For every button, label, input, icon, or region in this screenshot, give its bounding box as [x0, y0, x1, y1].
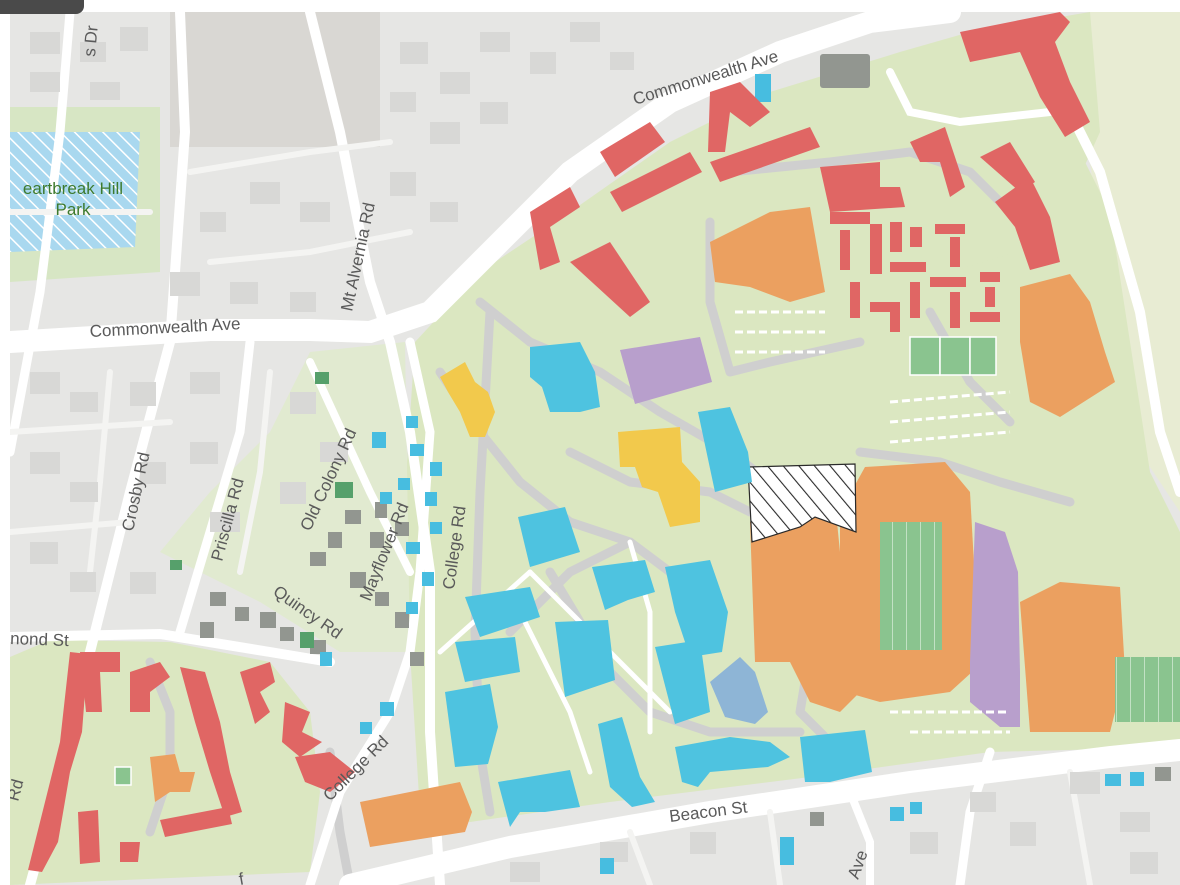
administrative-buildings: [440, 362, 700, 527]
practice-field: [1115, 657, 1180, 722]
academic-buildings: [445, 342, 872, 827]
parking-markings: [735, 310, 1011, 734]
corner-tab: [0, 0, 84, 14]
park-label-line1: eartbreak Hill: [23, 179, 123, 198]
park-label-line2: Park: [56, 200, 91, 219]
hammond-st-label: nond St: [10, 629, 69, 650]
hatched-area-icon: [747, 463, 857, 543]
parking-lot: [170, 12, 380, 147]
tennis-courts: [114, 336, 997, 786]
map-canvas[interactable]: eartbreak Hill Park Commonwealth Ave Com…: [10, 12, 1180, 885]
offcampus-blue-buildings: [320, 74, 1144, 874]
offcampus-gray-buildings: [200, 54, 1171, 826]
upper-campus-lawn: [530, 12, 1100, 362]
football-field: [880, 522, 942, 650]
neighborhood-blocks: [30, 22, 1158, 882]
reservoir-water: [10, 132, 140, 252]
bottom-left-rd-label: Rd: [10, 777, 27, 803]
top-partial-street-label: s Dr: [80, 24, 102, 57]
athletics-buildings: [150, 207, 1125, 847]
bottom-partial-label: f: [237, 869, 245, 885]
other-campus-building: [710, 657, 768, 724]
offcampus-green-buildings: [170, 372, 353, 648]
student-life-buildings: [620, 337, 1020, 727]
residential-buildings: [28, 12, 1090, 872]
campus-map[interactable]: eartbreak Hill Park Commonwealth Ave Com…: [10, 12, 1180, 885]
neighborhood-streets: [10, 139, 1093, 885]
